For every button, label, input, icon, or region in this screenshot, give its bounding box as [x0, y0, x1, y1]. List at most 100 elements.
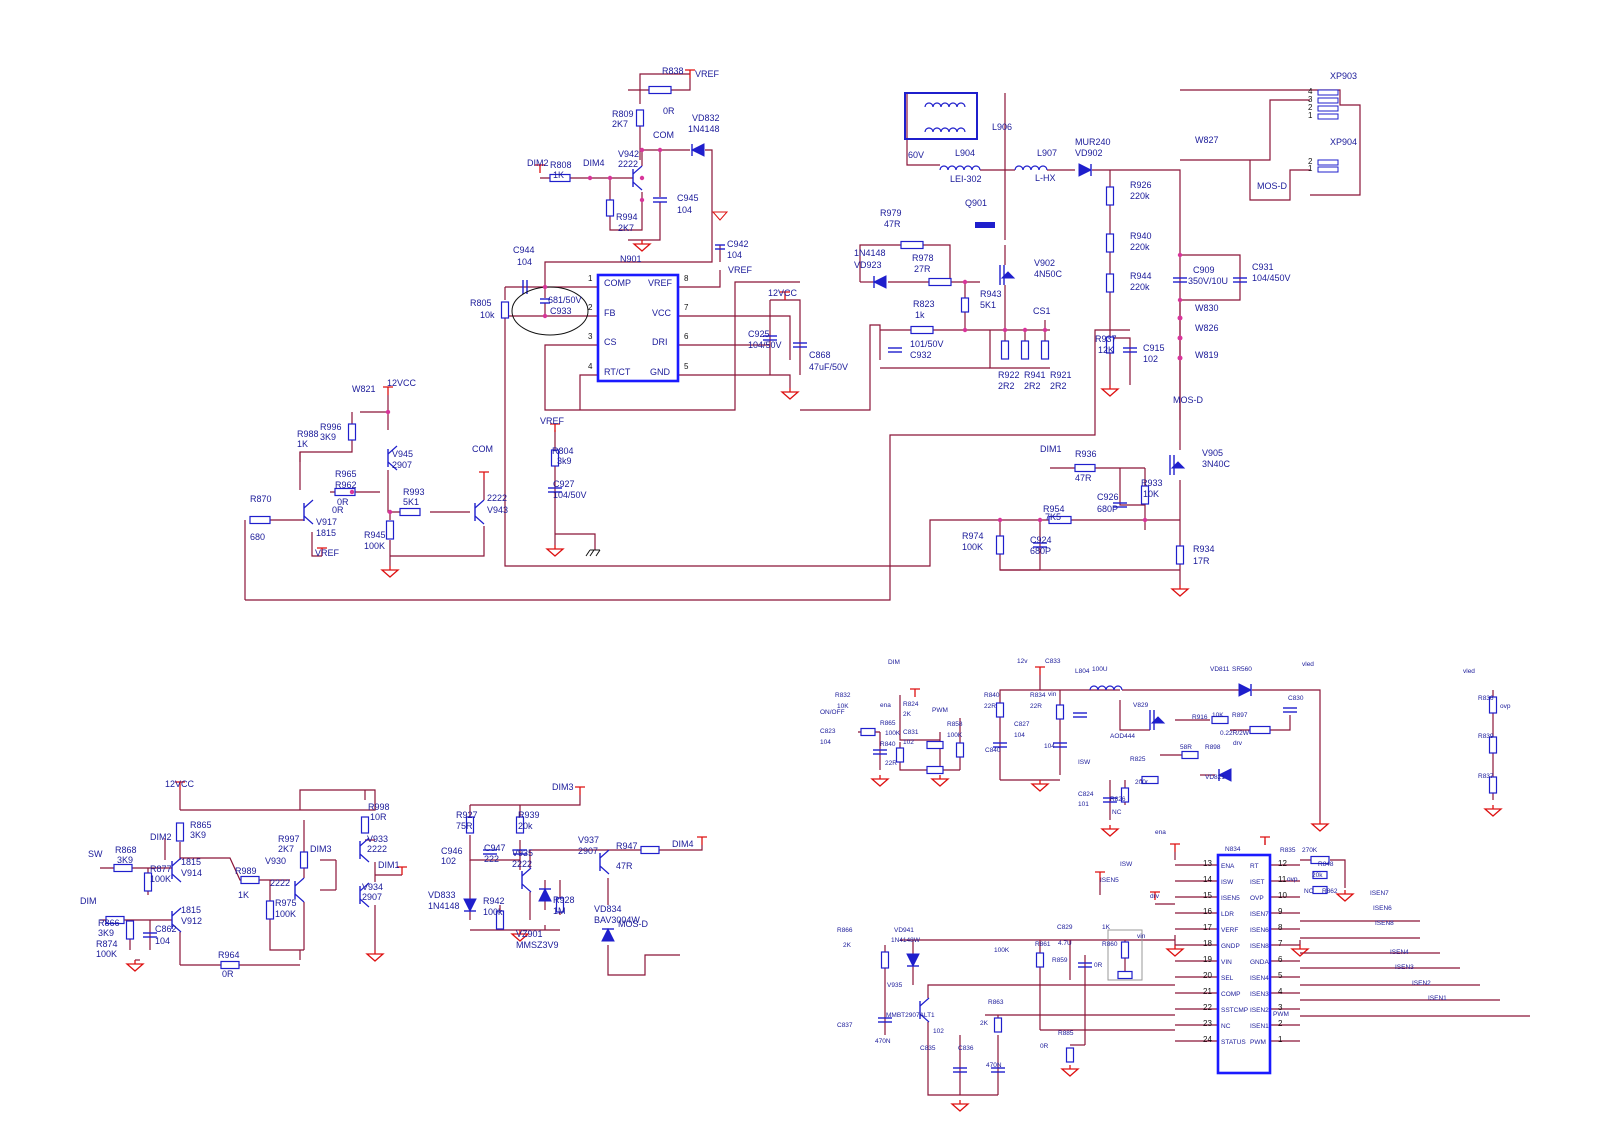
ic-pin-gndp: GNDP — [1221, 943, 1240, 950]
label-1n4148c: 1N4148 — [428, 901, 460, 911]
ground-symbol — [365, 950, 385, 962]
junction-dot — [997, 517, 1003, 523]
label-r836: R836 — [1478, 695, 1494, 702]
label-isen8: ISEN8 — [1375, 920, 1394, 927]
label-drv2: drv — [1150, 893, 1160, 900]
ic-ref: N901 — [620, 254, 642, 264]
label-w830: W830 — [1195, 303, 1219, 313]
label-isen6: ISEN6 — [1373, 905, 1392, 912]
label-r866: R866 — [98, 918, 120, 928]
label-3n40c: 3N40C — [1202, 459, 1231, 469]
ground-symbol — [780, 388, 800, 400]
junction-dot — [639, 175, 645, 181]
power-flag — [1170, 843, 1180, 852]
label-22r1: 22R — [885, 760, 897, 767]
ic-pin-number: 16 — [1203, 907, 1212, 916]
label-47r3: 47R — [616, 861, 633, 871]
label-0r1: 0R — [663, 106, 675, 116]
label-w819: W819 — [1195, 350, 1219, 360]
label-c944: C944 — [513, 245, 535, 255]
wire — [299, 789, 376, 811]
power-flag — [685, 69, 695, 78]
label-r838: R838 — [662, 66, 684, 76]
junction-dot — [587, 175, 593, 181]
label-100k1: 100K — [962, 542, 983, 552]
diode — [690, 143, 705, 157]
ic-n834 — [1216, 853, 1272, 1075]
label-1k2: 1k — [915, 310, 925, 320]
label-r840: R840 — [984, 692, 1000, 699]
ground-symbol — [1170, 585, 1190, 597]
ic-pin-cs: CS — [604, 337, 617, 347]
label-c933: C933 — [550, 306, 572, 316]
ic-pin-number: 5 — [684, 362, 689, 371]
label-r926: R926 — [1130, 180, 1152, 190]
label-r862: R862 — [1322, 888, 1338, 895]
wire — [800, 324, 881, 411]
label-dim4a: DIM4 — [583, 158, 605, 168]
wire — [906, 92, 940, 166]
label-c837: C837 — [837, 1022, 853, 1029]
wire — [1330, 859, 1346, 888]
ground-symbol — [930, 775, 950, 787]
ground-symbol — [1030, 780, 1050, 792]
resistor — [1035, 952, 1045, 968]
ic-pin-number: 2 — [1278, 1019, 1283, 1028]
ground-symbol — [510, 930, 530, 942]
junction-dot — [1037, 517, 1043, 523]
label-v942: V942 — [618, 149, 639, 159]
resistor — [1020, 340, 1030, 360]
transistor-leads — [599, 849, 610, 875]
label-3k9a: 3k9 — [557, 456, 572, 466]
label-v829: V829 — [1133, 702, 1149, 709]
label-102a: 102 — [1143, 354, 1158, 364]
ic-pin-sel: SEL — [1221, 975, 1234, 982]
label-ovp2: ovp — [1287, 876, 1298, 883]
resistor — [1312, 870, 1328, 880]
resistor — [125, 920, 135, 940]
label-r897: R897 — [1232, 712, 1248, 719]
label-v935a: V935 — [512, 848, 533, 858]
diode — [1078, 163, 1093, 177]
label-200r: 200r — [1135, 779, 1149, 786]
label-1k5: 1K — [1102, 924, 1111, 931]
label-12vcc1: 12VCC — [768, 288, 798, 298]
label-nc1: NC — [1112, 809, 1122, 816]
label-0r6: 0R — [1040, 1043, 1049, 1050]
label-vd941: VD941 — [894, 927, 914, 934]
label-c945: C945 — [677, 193, 699, 203]
wire — [899, 695, 940, 741]
ic-pin-number: 14 — [1203, 875, 1212, 884]
wire — [660, 845, 703, 851]
junction-dot — [542, 284, 548, 290]
ic-pin-fb: FB — [604, 308, 616, 318]
resistor — [1105, 233, 1115, 253]
ic-pin-number: 3 — [588, 332, 593, 341]
junction-dot — [1177, 252, 1183, 258]
label-c924: C924 — [1030, 535, 1052, 545]
label-dim1a: DIM1 — [1040, 444, 1062, 454]
resistor — [910, 325, 934, 335]
resistor — [1249, 725, 1271, 735]
ic-pin-number: 8 — [1278, 923, 1283, 932]
label-1815c: 1815 — [181, 905, 201, 915]
resistor — [1117, 970, 1133, 980]
ground-symbol — [870, 775, 890, 787]
label-c927: C927 — [553, 479, 575, 489]
chassis-ground — [585, 549, 601, 557]
label-r834: R834 — [1030, 692, 1046, 699]
label-v933: V933 — [367, 834, 388, 844]
junction-dot — [962, 279, 968, 285]
label-mosd1: MOS-D — [1257, 181, 1287, 191]
label-c831: C831 — [903, 729, 919, 736]
label-vd832: VD832 — [692, 113, 720, 123]
label-bav3004w: BAV3004W — [594, 915, 640, 925]
ic-pin-number: 4 — [1278, 987, 1283, 996]
jumper — [1177, 355, 1183, 361]
label-c835: C835 — [920, 1045, 936, 1052]
label-l904: L904 — [955, 148, 975, 158]
ic-pin-isen3: ISEN3 — [1250, 991, 1269, 998]
inductor — [924, 127, 966, 133]
label-r933: R933 — [1141, 478, 1163, 488]
label-10k4: 10K — [1212, 712, 1224, 719]
